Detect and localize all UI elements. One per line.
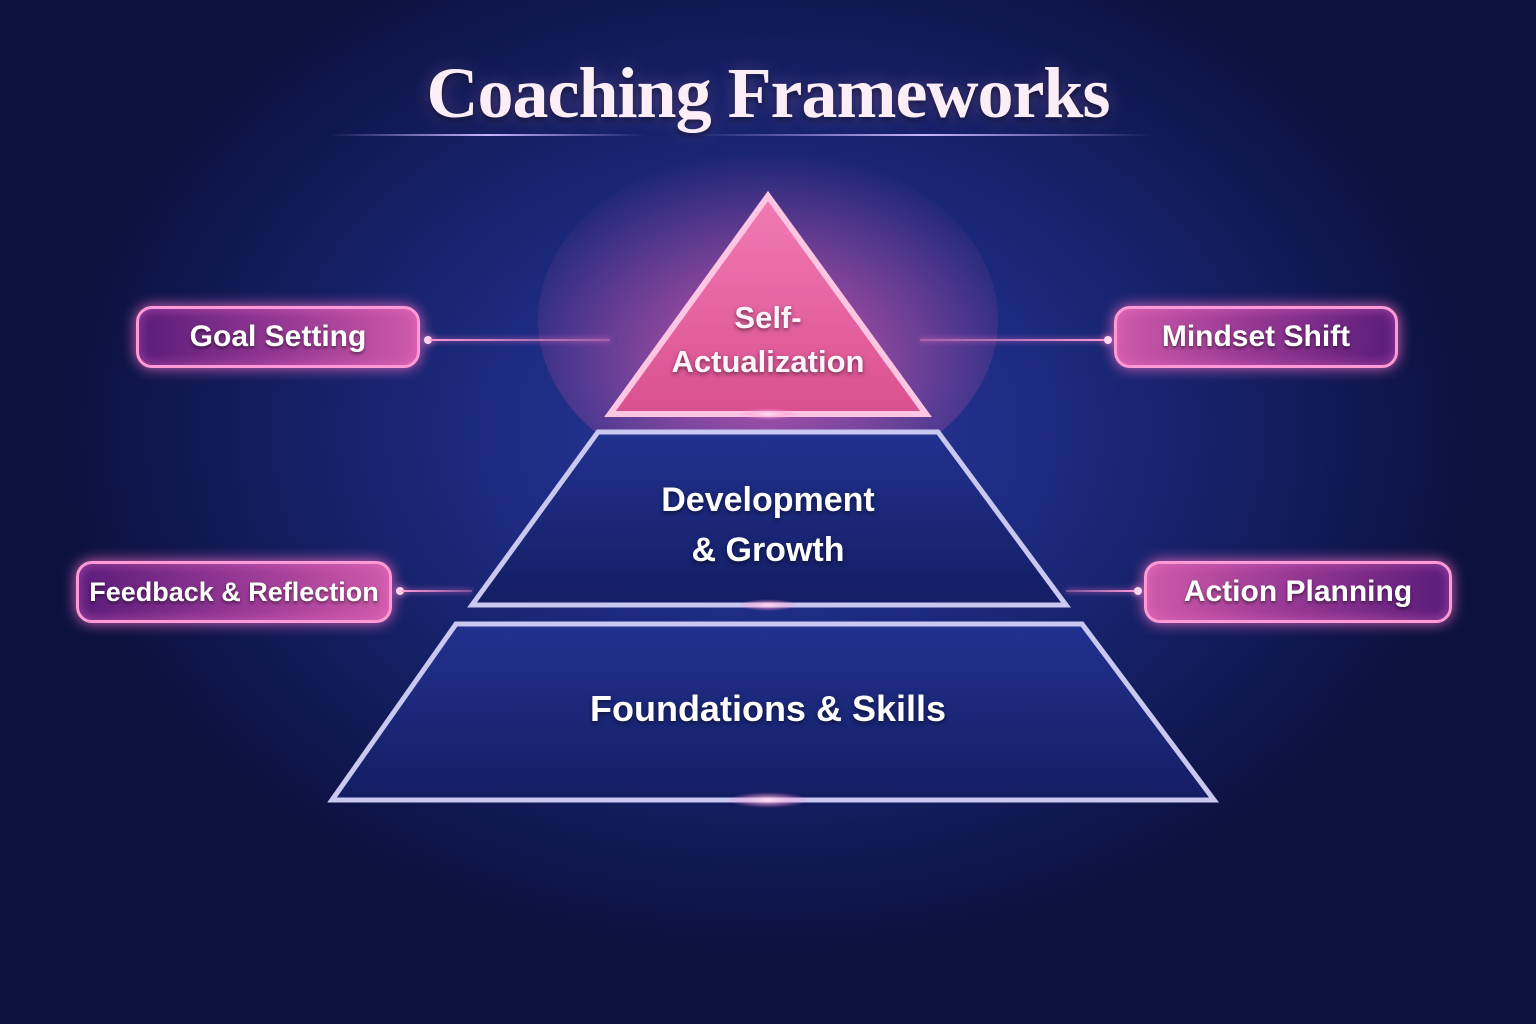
goal-setting-box: Goal Setting bbox=[136, 306, 420, 368]
sparkle-icon bbox=[738, 408, 798, 420]
connector-dot bbox=[1134, 587, 1142, 595]
action-planning-box: Action Planning bbox=[1144, 561, 1452, 623]
connector-dot bbox=[396, 587, 404, 595]
connector-mindset-shift bbox=[920, 339, 1106, 341]
connector-action-planning bbox=[1066, 590, 1136, 592]
sparkle-icon bbox=[728, 792, 808, 808]
tier-bottom-trapezoid bbox=[327, 621, 1219, 803]
tier-middle-trapezoid bbox=[467, 429, 1071, 608]
page-title: Coaching Frameworks bbox=[426, 53, 1111, 133]
tier-middle-label: Development & Growth bbox=[661, 481, 875, 569]
connector-dot bbox=[1104, 336, 1112, 344]
title-underline-left bbox=[330, 134, 645, 136]
connector-feedback-reflection bbox=[402, 590, 472, 592]
tier-top-label: Self- Actualization bbox=[671, 300, 865, 379]
sparkle-icon bbox=[738, 599, 798, 611]
connector-goal-setting bbox=[430, 339, 610, 341]
feedback-reflection-box: Feedback & Reflection bbox=[76, 561, 392, 623]
tier-bottom-label: Foundations & Skills bbox=[589, 688, 947, 729]
connector-dot bbox=[424, 336, 432, 344]
mindset-shift-box: Mindset Shift bbox=[1114, 306, 1398, 368]
title-underline-right bbox=[693, 134, 1153, 136]
